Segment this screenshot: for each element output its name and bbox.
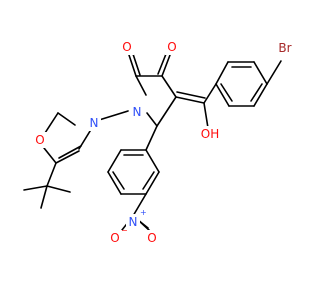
svg-text:N: N	[90, 116, 99, 130]
svg-text:O: O	[147, 231, 156, 245]
svg-text:O: O	[122, 40, 131, 54]
svg-text:N: N	[133, 105, 142, 119]
ring-nitrogen: N	[130, 104, 144, 120]
bromine-atom: Br	[274, 40, 296, 56]
svg-text:Br: Br	[278, 41, 291, 55]
ketone-oxygen-1: O	[120, 39, 134, 55]
svg-text:−: −	[121, 226, 128, 235]
svg-text:+: +	[140, 208, 147, 217]
svg-text:OH: OH	[201, 127, 219, 141]
molecule-structure: Br O O OH N N O N +	[23, 39, 296, 246]
svg-text:O: O	[110, 231, 119, 245]
oxazoline-oxygen: O	[33, 132, 47, 148]
hydroxyl-group: OH	[200, 126, 220, 142]
nitro-oxygen-left: O −	[108, 226, 128, 246]
bromine-bonds	[266, 60, 282, 85]
oxazoline-nitrogen: N	[87, 115, 101, 131]
oxygen-bonds	[43, 53, 209, 232]
svg-text:N: N	[129, 215, 138, 229]
carbon-bonds	[23, 61, 268, 209]
svg-text:O: O	[35, 133, 44, 147]
nitro-oxygen-right: O	[145, 230, 159, 246]
atom-labels: Br O O OH N N O N +	[33, 39, 296, 246]
ketone-oxygen-2: O	[165, 39, 179, 55]
nitro-nitrogen: N +	[126, 208, 147, 230]
svg-text:O: O	[167, 40, 176, 54]
